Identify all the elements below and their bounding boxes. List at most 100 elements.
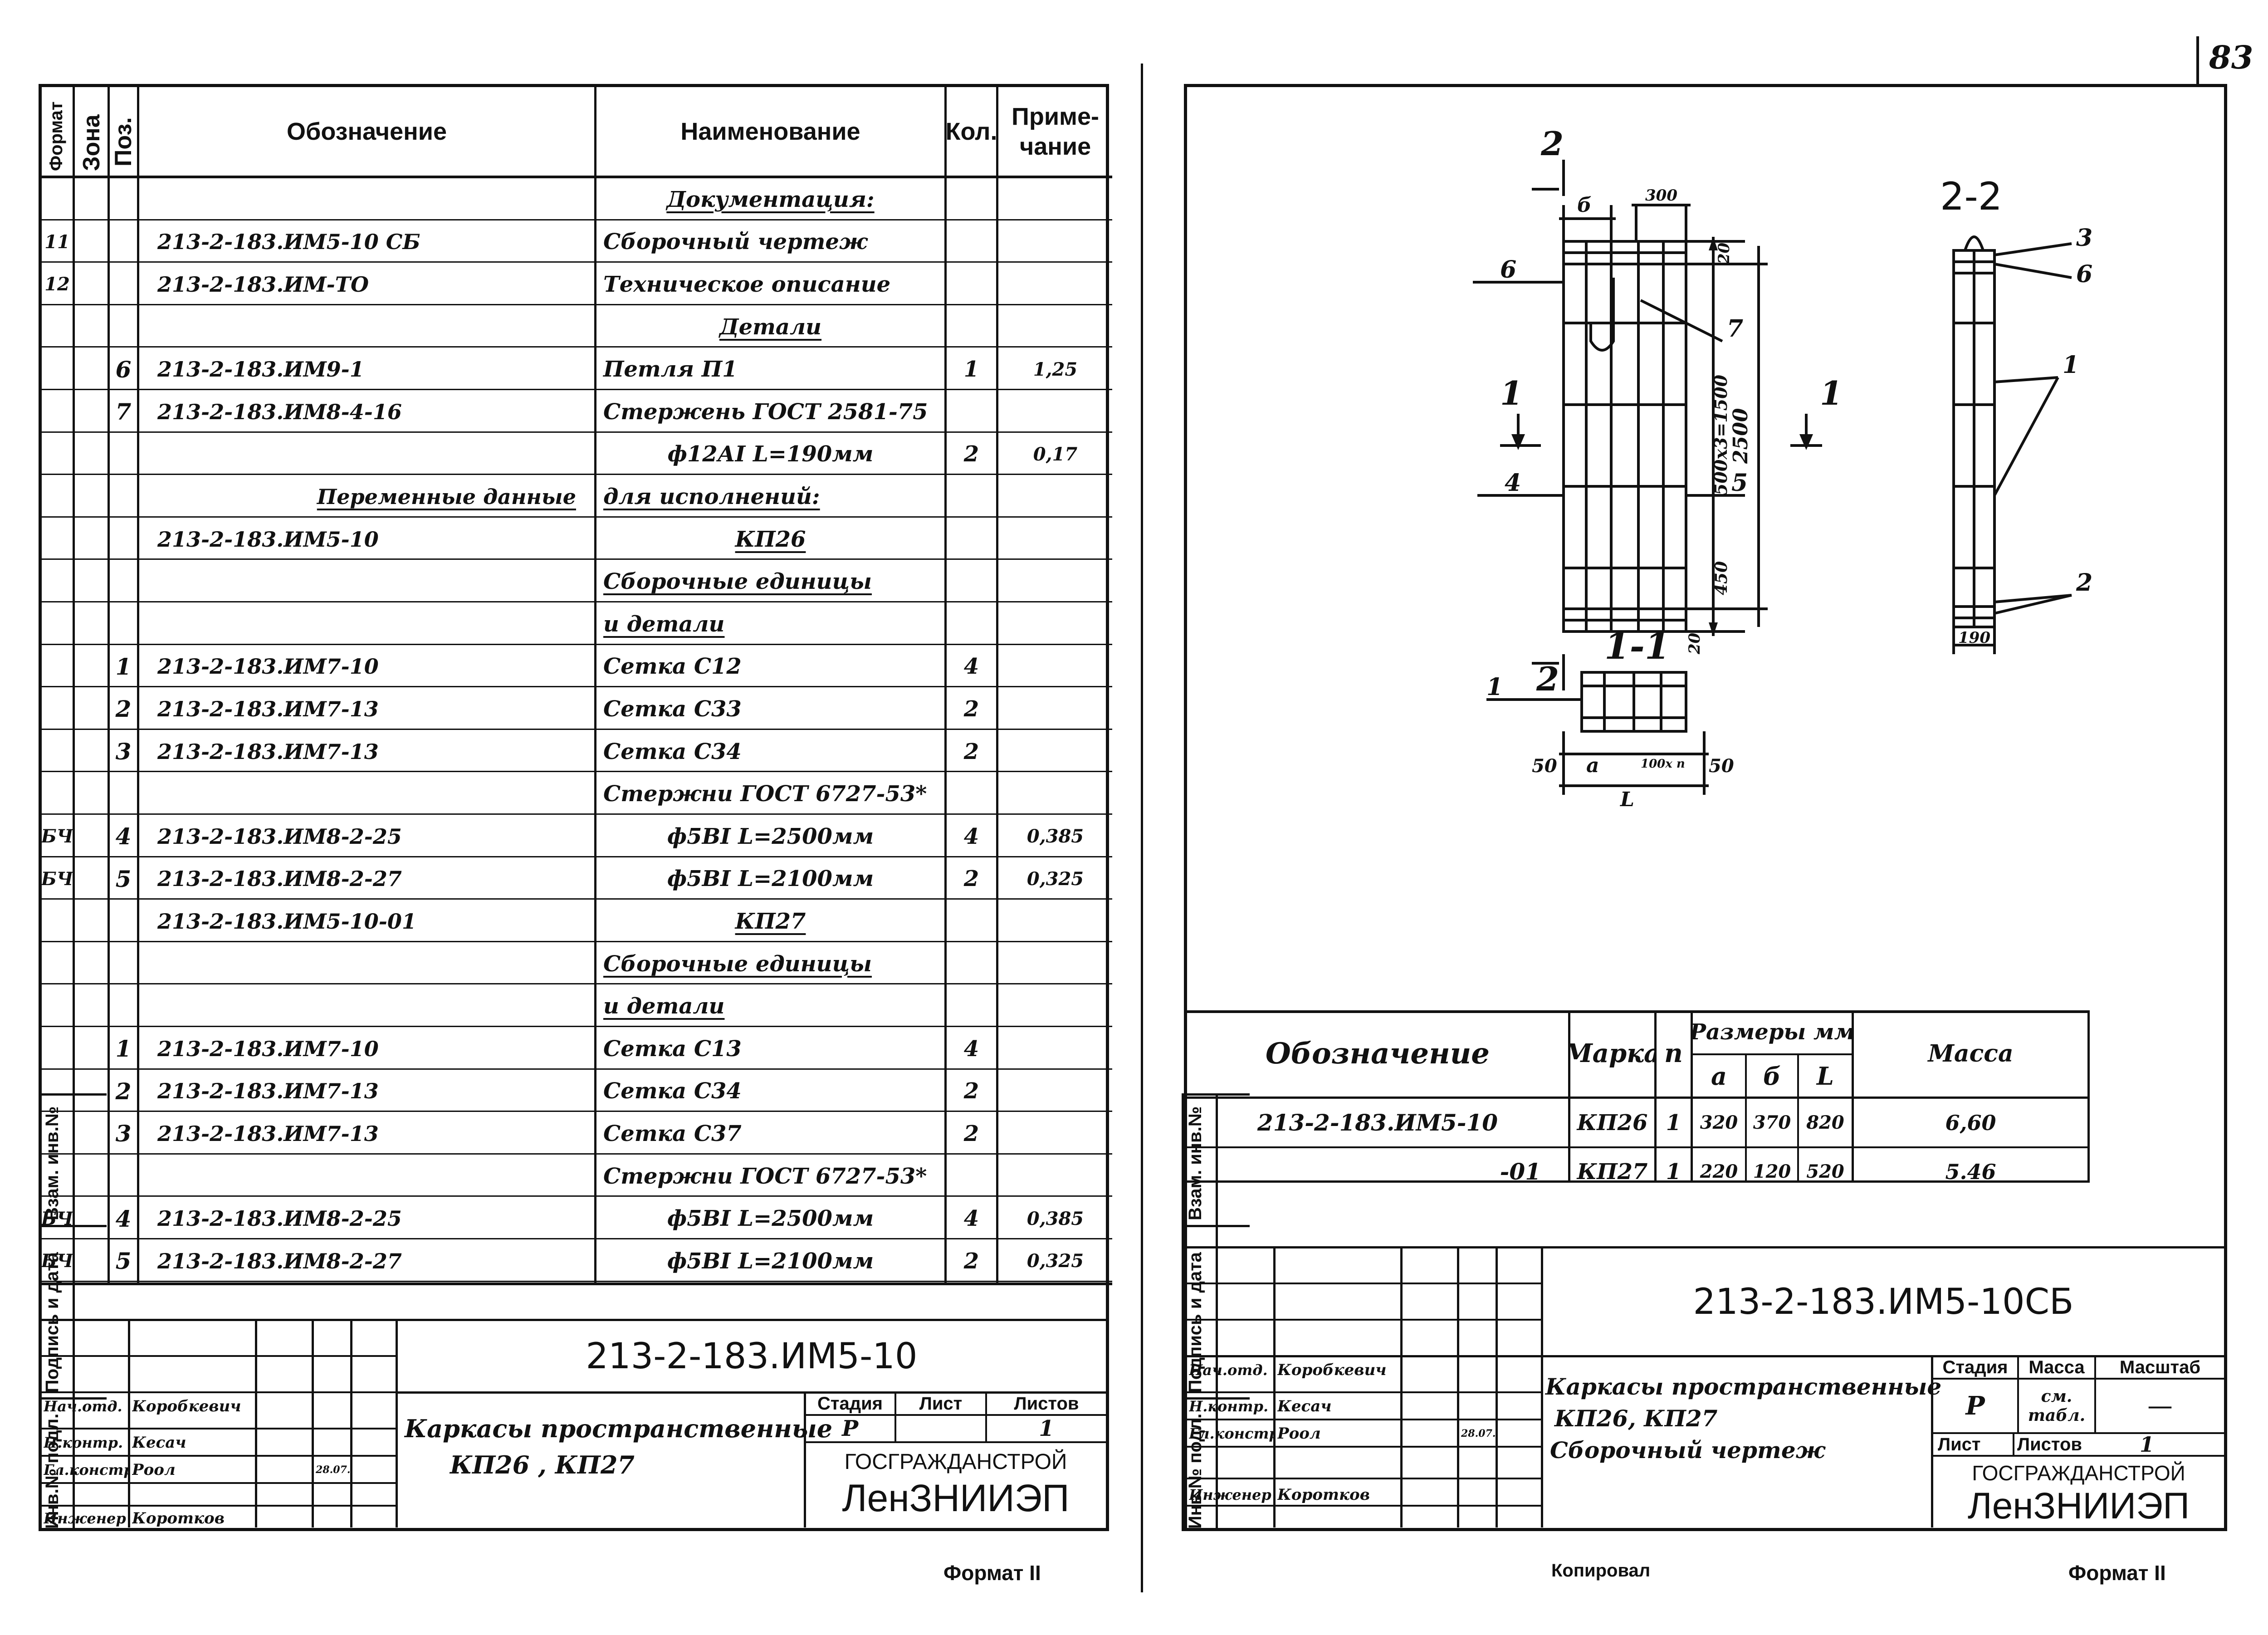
dim-190: 190 xyxy=(1958,629,1990,647)
signature-role: Инженер xyxy=(1189,1486,1271,1503)
row-qty: 4 xyxy=(963,654,979,680)
row-note xyxy=(998,603,1112,646)
row-qty: 4 xyxy=(963,823,979,849)
variant-mass: 6,60 xyxy=(1945,1110,1996,1135)
row-line xyxy=(42,558,1112,560)
row-pos xyxy=(110,1155,137,1198)
row-line xyxy=(42,856,1112,857)
row-name: Сетка С34 xyxy=(603,739,742,764)
row-fmt xyxy=(42,391,73,433)
row-pos: 3 xyxy=(115,1120,132,1147)
variant-a: 220 xyxy=(1700,1161,1738,1182)
row-name: Сборочные единицы xyxy=(603,569,872,595)
row-fmt xyxy=(42,178,73,221)
signature-role: Н.контр. xyxy=(1189,1398,1269,1415)
row-line xyxy=(42,516,1112,518)
variant-des: -01 xyxy=(1500,1158,1541,1185)
row-pos: 1 xyxy=(115,653,132,680)
callout-6-side: 6 xyxy=(2076,260,2092,288)
row-name: Петля П1 xyxy=(603,357,738,382)
stage-label-r: Стадия xyxy=(1942,1357,2008,1377)
row-line xyxy=(42,1195,1112,1197)
row-name: ф5ВI L=2100мм xyxy=(667,1248,874,1274)
title-line1: Каркасы пространственные xyxy=(405,1414,833,1443)
row-name: и детали xyxy=(603,611,725,637)
row-line xyxy=(42,771,1112,773)
row-des: 213-2-183.ИМ7-13 xyxy=(157,696,379,721)
scale-value-r: — xyxy=(2147,1391,2173,1421)
row-pos: 1 xyxy=(115,1035,132,1062)
signature-name: Коробкевич xyxy=(132,1397,241,1415)
signature-date xyxy=(1461,1394,1497,1419)
page-divider xyxy=(1141,64,1143,1592)
row-fmt xyxy=(42,1028,73,1070)
row-des xyxy=(139,433,594,476)
row-qty xyxy=(947,943,996,985)
row-note xyxy=(998,688,1112,730)
sheets-value-r: 1 xyxy=(2140,1434,2155,1455)
section-mark-1-right: 1 xyxy=(1820,374,1843,412)
header-qty: Кол. xyxy=(947,117,996,145)
row-pos xyxy=(110,433,137,476)
row-line xyxy=(42,643,1112,645)
variant-table: Обозначение Марка n Размеры мм а б L Мас… xyxy=(1187,1010,2094,1185)
row-fmt xyxy=(42,943,73,985)
row-des: 213-2-183.ИМ9-1 xyxy=(157,357,364,382)
row-name: Стержни ГОСТ 6727-53* xyxy=(603,1163,927,1189)
row-line xyxy=(42,1068,1112,1070)
row-qty xyxy=(947,985,996,1028)
row-line xyxy=(42,983,1112,985)
row-name: ф5ВI L=2500мм xyxy=(667,823,874,849)
row-qty xyxy=(947,475,996,518)
col-line xyxy=(996,87,998,1283)
row-qty xyxy=(947,391,996,433)
signature-date xyxy=(316,1482,352,1508)
side-label-replace-r: Взам. инв.№ xyxy=(1185,1106,1205,1220)
row-name: Техническое описание xyxy=(603,271,891,297)
row-note xyxy=(998,900,1112,943)
signature-date: 28.07.91 xyxy=(1461,1428,1497,1439)
row-des xyxy=(139,943,594,985)
signature-role: Н.контр. xyxy=(44,1434,123,1451)
sheet-label-r: Лист xyxy=(1938,1434,1981,1454)
row-pos xyxy=(110,943,137,985)
format-label-left: Формат II xyxy=(943,1561,1041,1585)
header-n: n xyxy=(1664,1038,1683,1068)
row-name: Документация: xyxy=(666,186,875,212)
variant-n: 1 xyxy=(1666,1110,1681,1136)
row-qty: 1 xyxy=(963,357,979,382)
row-note xyxy=(998,263,1112,306)
signature-date xyxy=(1461,1450,1497,1476)
row-name: Сетка С34 xyxy=(603,1078,742,1104)
header-designation: Обозначение xyxy=(286,117,447,145)
row-qty xyxy=(947,560,996,603)
row-name: Сборочный чертеж xyxy=(603,229,868,255)
row-pos: 4 xyxy=(115,823,132,850)
title-line2-r: КП26, КП27 xyxy=(1554,1405,1718,1432)
dim-50-left: 50 xyxy=(1532,755,1557,777)
row-des: 213-2-183.ИМ8-2-25 xyxy=(157,1206,402,1231)
row-pos: 2 xyxy=(115,695,132,723)
header-name: Наименование xyxy=(680,117,860,145)
row-name: КП27 xyxy=(735,908,806,934)
row-qty xyxy=(947,518,996,561)
row-fmt xyxy=(42,730,73,773)
dim-450: 450 xyxy=(1712,561,1731,595)
dim-20-top: 20 xyxy=(1715,242,1733,264)
row-note xyxy=(998,1112,1112,1155)
row-qty xyxy=(947,306,996,348)
signature-role: Инженер xyxy=(44,1510,126,1527)
row-fmt xyxy=(42,433,73,476)
row-fmt xyxy=(42,518,73,561)
row-pos xyxy=(110,263,137,306)
row-qty xyxy=(947,773,996,815)
signature-date xyxy=(1461,1482,1497,1508)
row-pos: 3 xyxy=(115,738,132,765)
cage-front-view xyxy=(1562,240,1687,633)
signature-role: Гл.констр. xyxy=(44,1461,130,1478)
signature-name: Коробкевич xyxy=(1277,1361,1387,1379)
row-des: 213-2-183.ИМ7-13 xyxy=(157,1121,379,1146)
row-name: ф12АI L=190мм xyxy=(667,441,874,467)
frame-drawing: 2-2 1-1 2 2 1 1 б 300 2500 500х3=1500 45… xyxy=(1473,124,2092,811)
dim-20-bottom: 20 xyxy=(1686,632,1704,655)
